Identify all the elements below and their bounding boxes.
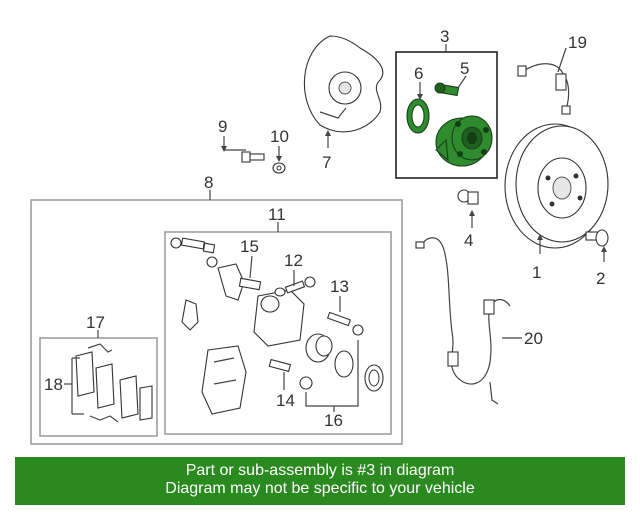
screw-part-2 [585,229,609,262]
callout-1: 1 [532,263,541,282]
abs-sensor-part-20 [415,237,511,405]
callout-3: 3 [440,27,449,46]
banner-line-2: Diagram may not be specific to your vehi… [165,480,475,497]
caliper-parts [170,237,384,415]
callout-20: 20 [524,329,543,348]
callout-13: 13 [330,277,349,296]
callout-12: 12 [284,251,303,270]
callout-15: 15 [240,237,259,256]
washer-part-10 [272,146,286,174]
callout-5: 5 [460,59,469,78]
callout-9: 9 [218,117,227,136]
callout-19: 19 [568,33,587,52]
callout-18: 18 [44,375,63,394]
dust-shield-part-7 [303,35,384,148]
brake-pads [71,343,153,423]
callout-4: 4 [464,231,473,250]
callout-14: 14 [276,391,295,410]
callout-6: 6 [414,64,423,83]
info-banner: Part or sub-assembly is #3 in diagram Di… [15,457,625,505]
callout-11: 11 [268,205,286,224]
caliper-assembly-box-part-8 [30,199,403,445]
callout-10: 10 [270,127,289,146]
parts-diagram: 7 3 6 5 19 9 [30,27,609,445]
bolt-part-4 [457,189,479,228]
callout-8: 8 [204,173,213,192]
hub-bearing-part-3 [406,82,493,167]
brake-disc-part-1 [504,123,609,254]
callout-17: 17 [86,313,105,332]
callout-7: 7 [322,153,331,172]
callout-16: 16 [324,411,343,430]
banner-line-1: Part or sub-assembly is #3 in diagram [185,462,455,479]
sensor-wire-part-19 [517,63,571,115]
bolt-part-9 [221,136,265,163]
callout-2: 2 [596,269,605,288]
